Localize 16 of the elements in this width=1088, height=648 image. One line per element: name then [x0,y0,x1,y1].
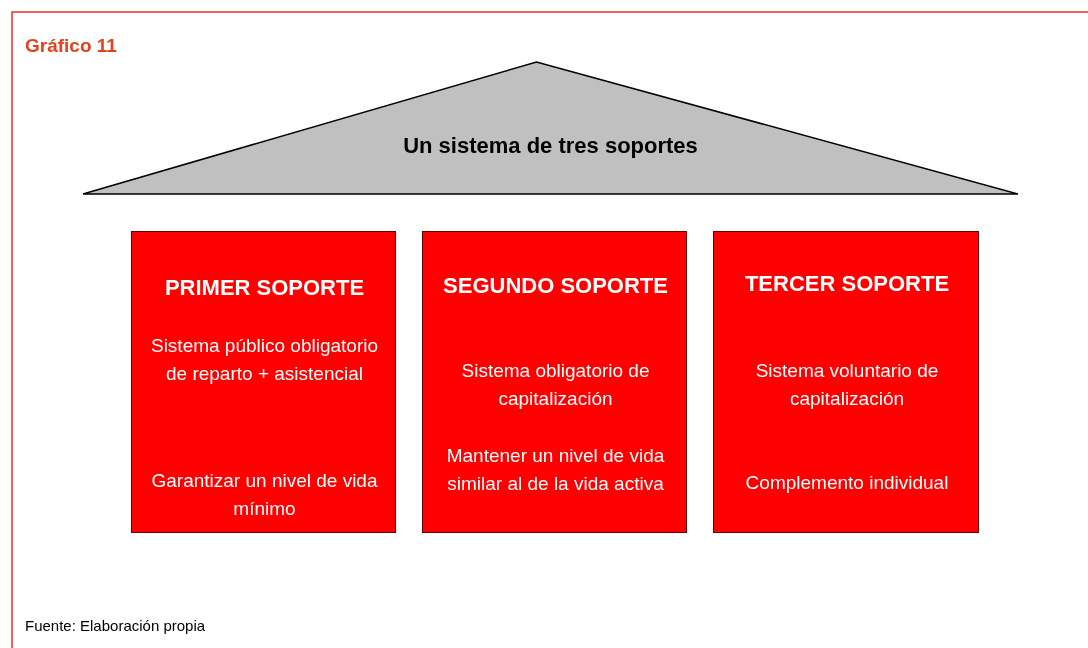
pillar-heading: TERCER SOPORTE [743,270,951,298]
pillar-heading: PRIMER SOPORTE [163,274,366,302]
pillar-goal: Mantener un nivel de vida similar al de la vida activa [445,444,666,496]
pillar-goal: Complemento individual [744,471,950,495]
figure-title: Gráfico 11 [25,35,117,57]
pillar-box [422,231,687,533]
pillar-heading: SEGUNDO SOPORTE [442,272,669,300]
pillar-description: Sistema público obligatorio de reparto + asistencial [149,334,380,386]
roof-title: Un sistema de tres soportes [402,133,699,159]
pillar-box [131,231,396,533]
pillar-description: Sistema voluntario de capitalización [754,359,940,411]
pillar-description: Sistema obligatorio de capitalización [460,359,651,411]
roof-triangle [82,61,1019,195]
pillar-box [713,231,979,533]
source-note: Fuente: Elaboración propia [25,617,206,634]
pillar-goal: Garantizar un nivel de vida mínimo [150,469,379,521]
